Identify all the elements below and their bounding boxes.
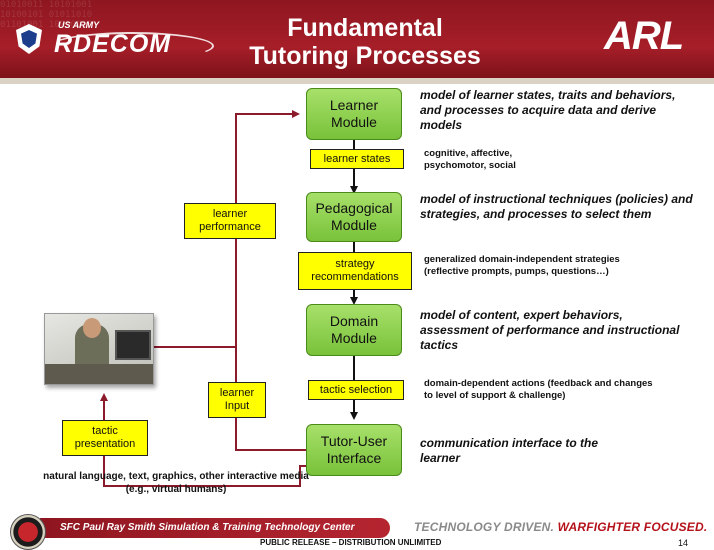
desc-pedagogical-module: model of instructional techniques (polic… (420, 192, 693, 221)
desk (45, 364, 153, 384)
domain-module: Domain Module (306, 304, 402, 356)
learner-photo (44, 313, 154, 385)
header-band (0, 78, 714, 84)
label-learner-input: learner Input (208, 382, 266, 418)
media-note: natural language, text, graphics, other … (43, 471, 309, 495)
logo-small-text: US ARMY (58, 20, 100, 30)
footer-bar (40, 518, 390, 538)
slogan-part-a: TECHNOLOGY DRIVEN. (414, 520, 555, 534)
desc-domain-module: model of content, expert behaviors, asse… (420, 308, 680, 352)
desc-learner-module: model of learner states, traits and beha… (420, 88, 676, 132)
rdecom-logo: US ARMY RDECOM (10, 14, 214, 60)
label-learner-performance: learner performance (184, 203, 276, 239)
desc-learner-states: cognitive, affective, psychomotor, socia… (424, 148, 516, 171)
loop-learner-performance (235, 110, 306, 451)
label-tactic-presentation: tactic presentation (62, 420, 148, 456)
pedagogical-module: Pedagogical Module (306, 192, 402, 242)
label-learner-states: learner states (310, 149, 404, 169)
monitor-icon (115, 330, 151, 360)
shield-inner-icon (21, 30, 37, 48)
slogan-part-b: WARFIGHTER FOCUSED. (557, 520, 708, 534)
footer: SFC Paul Ray Smith Simulation & Training… (0, 514, 714, 550)
release-notice: PUBLIC RELEASE – DISTRIBUTION UNLIMITED (260, 538, 442, 547)
desc-tutor-interface: communication interface to the learner (420, 436, 599, 465)
desc-tactic-selection: domain-dependent actions (feedback and c… (424, 378, 653, 401)
logo-text: RDECOM (54, 30, 172, 58)
tutor-user-interface: Tutor-User Interface (306, 424, 402, 476)
title-line-1: Fundamental (287, 14, 443, 42)
desc-strategy: generalized domain-independent strategie… (424, 254, 620, 277)
swoosh-icon (50, 32, 214, 60)
label-strategy-recommendations: strategy recommendations (298, 252, 412, 290)
footer-center-name: SFC Paul Ray Smith Simulation & Training… (60, 522, 355, 533)
label-tactic-selection: tactic selection (308, 380, 404, 400)
seal-icon (10, 514, 46, 550)
title-line-2: Tutoring Processes (249, 42, 481, 70)
page-number: 14 (678, 538, 689, 548)
soldier-head (83, 318, 101, 338)
slogan: TECHNOLOGY DRIVEN. WARFIGHTER FOCUSED. (414, 520, 707, 534)
page-title: Fundamental Tutoring Processes (230, 14, 500, 70)
arl-logo: ARL (604, 14, 684, 58)
learner-module: Learner Module (306, 88, 402, 140)
